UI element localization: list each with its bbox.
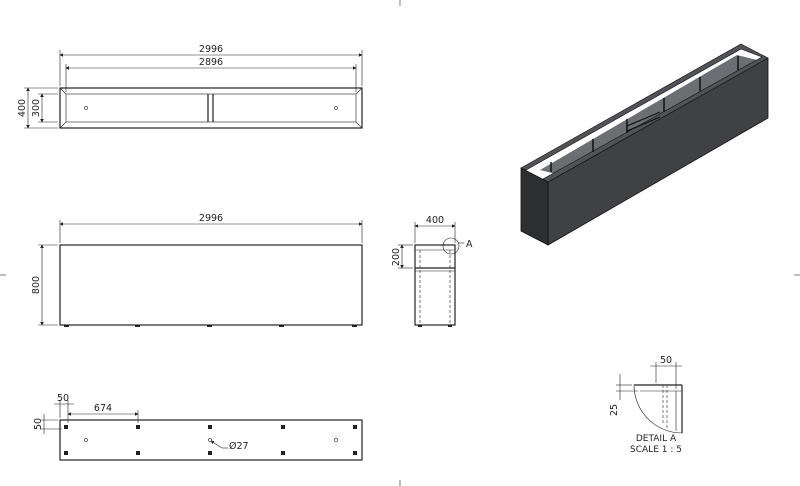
dim-bottom-edge-x: 50 — [57, 393, 69, 404]
bottom-view: Ø27 50 674 50 — [33, 393, 363, 461]
top-view: 2996 2896 400 300 — [17, 44, 363, 129]
detail-scale: SCALE 1 : 5 — [630, 445, 682, 455]
dim-side-top: 200 — [391, 248, 402, 266]
front-feet — [64, 325, 357, 327]
detail-callout-label: A — [466, 239, 473, 250]
dim-hole-diameter: Ø27 — [229, 441, 249, 452]
dim-detail-width: 50 — [660, 355, 672, 366]
mount-hole — [84, 438, 88, 442]
dim-top-height: 400 — [17, 99, 28, 117]
drain-hole — [208, 438, 212, 442]
front-view: 2996 800 — [31, 213, 363, 327]
detail-title: DETAIL A — [636, 434, 677, 444]
detail-callout-circle[interactable] — [442, 237, 460, 255]
dim-top-overall: 2996 — [199, 44, 223, 55]
mount-hole — [334, 106, 338, 110]
dim-front-height: 800 — [31, 276, 42, 294]
isometric-view — [520, 43, 769, 246]
dim-top-inner-height: 300 — [31, 99, 42, 117]
bottom-feet — [64, 425, 357, 455]
dim-side-width: 400 — [426, 215, 444, 226]
mount-hole — [84, 106, 88, 110]
dim-top-inner: 2896 — [199, 57, 223, 68]
dim-detail-height: 25 — [609, 404, 620, 416]
mount-hole — [334, 438, 338, 442]
detail-a-view: 50 25 DETAIL A SCALE 1 : 5 — [609, 355, 683, 455]
side-view: A 400 200 — [391, 215, 473, 327]
iso-dividers — [550, 56, 739, 172]
dim-bottom-edge-y: 50 — [33, 418, 44, 430]
dim-front-length: 2996 — [199, 213, 223, 224]
dim-bottom-spacing: 674 — [94, 403, 112, 414]
